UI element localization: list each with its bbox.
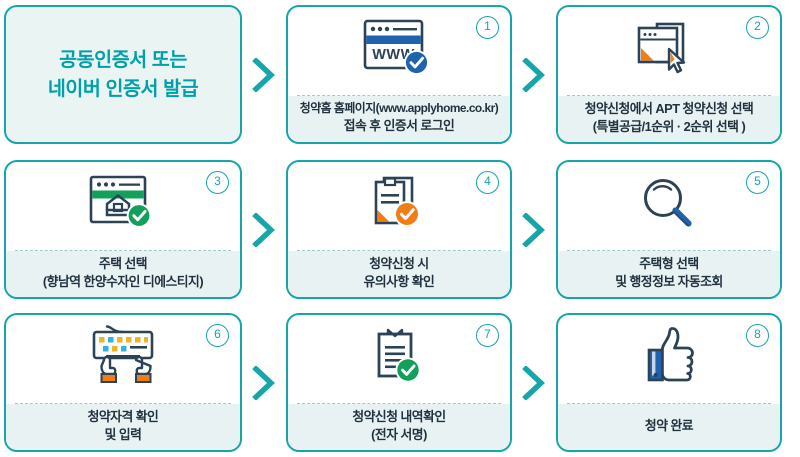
svg-text:WWW: WWW [372, 47, 415, 63]
step-card-7: 7 [286, 313, 512, 452]
step-number-badge-6: 6 [206, 324, 229, 347]
flow-cell-step-1: 1 WWW [286, 5, 512, 144]
step-card-5: 5 주택형 선택 및 행정정보 자동조회 [556, 160, 782, 299]
card-divider-7 [297, 402, 501, 404]
step-number-badge-4: 4 [476, 171, 499, 194]
step-caption-5: 주택형 선택 및 행정정보 자동조회 [558, 250, 780, 297]
chevron-right-icon [514, 208, 554, 252]
caption-line: 유의사항 확인 [363, 273, 435, 289]
step-card-1: 1 WWW [286, 5, 512, 144]
intro-card: 공동인증서 또는 네이버 인증서 발급 [4, 5, 242, 144]
intro-line-1: 공동인증서 또는 [59, 49, 187, 72]
flow-cell-step-3: 3 [4, 160, 242, 299]
card-divider-8 [567, 403, 771, 404]
keyboard-typing-hands-icon [77, 324, 169, 392]
caption-line: 접속 후 인증서 로그인 [343, 118, 455, 134]
card-divider-4 [297, 249, 501, 251]
flow-cell-step-4: 4 [286, 160, 512, 299]
step-caption-4: 청약신청 시 유의사항 확인 [288, 250, 510, 297]
step-number-badge-3: 3 [206, 171, 229, 194]
flow-cell-step-8: 8 청약 완료 [556, 313, 782, 452]
step-number-badge-2: 2 [746, 16, 769, 39]
step-icon-area-4 [288, 162, 510, 250]
intro-card-text: 공동인증서 또는 네이버 인증서 발급 [47, 46, 199, 103]
magnifier-search-icon [627, 172, 711, 238]
chevron-right-icon [244, 53, 284, 97]
window-cursor-select-icon [627, 17, 711, 83]
clipboard-orange-check-icon [357, 172, 441, 238]
thumbs-up-icon [627, 325, 711, 391]
step-icon-area-2 [558, 7, 780, 95]
step-caption-1: 청약홈 홈페이지(www.applyhome.co.kr) 접속 후 인증서 로… [288, 96, 510, 142]
step-icon-area-5 [558, 162, 780, 250]
card-divider-1 [297, 95, 501, 96]
caption-line: (특별공급/1순위 · 2순위 선택 ) [592, 118, 746, 134]
caption-line: 주택형 선택 [639, 255, 699, 271]
flow-cell-step-5: 5 주택형 선택 및 행정정보 자동조회 [556, 160, 782, 299]
step-icon-area-7 [288, 315, 510, 403]
chevron-right-icon [244, 361, 284, 405]
flow-cell-step-6: 6 [4, 313, 242, 452]
caption-line: (향남역 한양수자인 디에스티지) [42, 273, 204, 289]
flow-cell-step-7: 7 [286, 313, 512, 452]
caption-line: 주택 선택 [98, 255, 148, 271]
caption-line: (전자 서명) [371, 426, 427, 442]
chevron-right-icon [244, 208, 284, 252]
chevron-right-icon [514, 53, 554, 97]
step-card-6: 6 [4, 313, 242, 452]
caption-line: 및 행정정보 자동조회 [615, 273, 723, 289]
step-icon-area-3 [6, 162, 240, 250]
step-icon-area-1: WWW [288, 7, 510, 95]
caption-line: 청약신청에서 APT 청약신청 선택 [584, 100, 754, 116]
caption-line: 청약홈 홈페이지(www.applyhome.co.kr) [299, 101, 499, 116]
flow-row-1: 공동인증서 또는 네이버 인증서 발급 1 [0, 5, 800, 144]
step-card-4: 4 [286, 160, 512, 299]
caption-line: 청약 완료 [644, 417, 694, 433]
intro-line-2: 네이버 인증서 발급 [47, 77, 199, 100]
step-card-3: 3 [4, 160, 242, 299]
browser-www-check-icon: WWW [357, 17, 441, 83]
step-icon-area-6 [6, 315, 240, 403]
chevron-right-icon [514, 361, 554, 405]
step-number-badge-7: 7 [476, 324, 499, 347]
step-icon-area-8 [558, 315, 780, 403]
card-divider-2 [567, 94, 771, 96]
caption-line: 청약신청 내역확인 [352, 408, 446, 424]
flow-cell-intro: 공동인증서 또는 네이버 인증서 발급 [4, 5, 242, 144]
browser-house-check-icon [81, 172, 165, 238]
flow-row-2: 3 [0, 160, 800, 299]
caption-line: 청약자격 확인 [87, 408, 159, 424]
flow-cell-step-2: 2 [556, 5, 782, 144]
step-caption-3: 주택 선택 (향남역 한양수자인 디에스티지) [6, 250, 240, 297]
step-caption-7: 청약신청 내역확인 (전자 서명) [288, 403, 510, 450]
step-caption-6: 청약자격 확인 및 입력 [6, 403, 240, 450]
caption-line: 및 입력 [104, 426, 142, 442]
flow-row-3: 6 [0, 313, 800, 452]
step-number-badge-8: 8 [746, 324, 769, 347]
step-caption-2: 청약신청에서 APT 청약신청 선택 (특별공급/1순위 · 2순위 선택 ) [558, 95, 780, 142]
step-number-badge-1: 1 [476, 16, 499, 39]
card-divider-3 [15, 249, 231, 251]
step-caption-8: 청약 완료 [558, 404, 780, 450]
caption-line: 청약신청 시 [369, 255, 429, 271]
step-card-8: 8 청약 완료 [556, 313, 782, 452]
step-number-badge-5: 5 [746, 171, 769, 194]
card-divider-6 [15, 402, 231, 404]
clipboard-green-check-icon [357, 325, 441, 391]
card-divider-5 [567, 249, 771, 251]
step-card-2: 2 [556, 5, 782, 144]
